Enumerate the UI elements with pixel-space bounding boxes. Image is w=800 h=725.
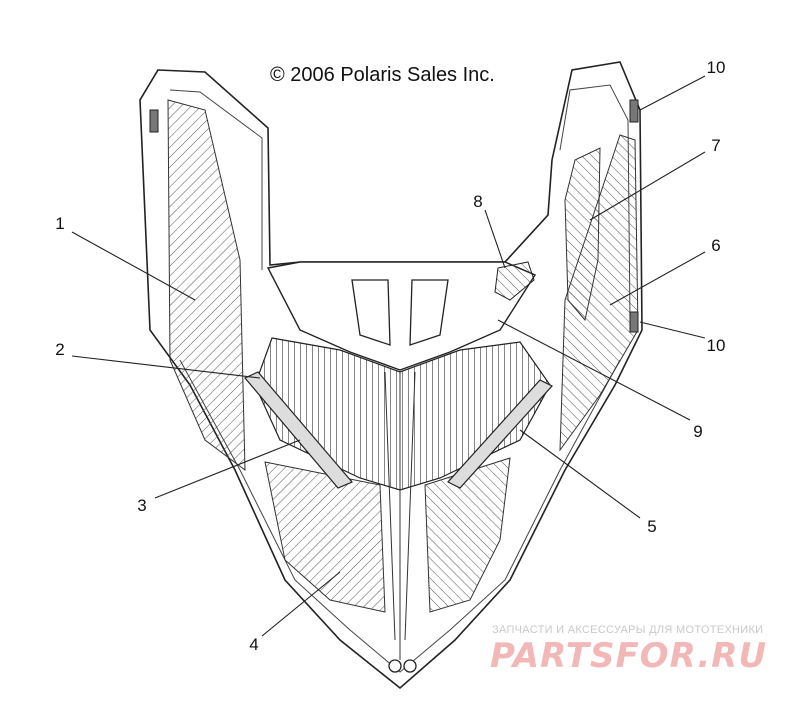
decal-left-1: [167, 99, 246, 472]
decal-8: [494, 261, 535, 301]
callout-1: 1: [55, 214, 65, 233]
vent-right: [409, 279, 449, 346]
callout-4: 4: [249, 635, 259, 654]
strip-left-3: [244, 371, 353, 489]
callout-3: 3: [137, 496, 147, 515]
decal-right-6: [559, 134, 639, 452]
callout-10-bottom: 10: [706, 336, 726, 355]
cockpit-frame: [266, 261, 537, 371]
callout-2: 2: [55, 340, 65, 359]
clip-left: [149, 109, 159, 133]
copyright-notice: © 2006 Polaris Sales Inc.: [270, 64, 495, 86]
vent-left: [351, 279, 391, 346]
callout-6: 6: [711, 236, 721, 255]
callout-5: 5: [647, 517, 657, 536]
nose-bump-left: [388, 659, 402, 673]
watermark-logo: PARTSFOR.RU: [490, 636, 768, 676]
nose-lines: [384, 371, 416, 660]
callout-10-top: 10: [706, 58, 726, 77]
callout-8: 8: [473, 192, 483, 211]
watermark-caption: ЗАПЧАСТИ И АКСЕССУАРЫ ДЛЯ МОТОТЕХНИКИ: [492, 624, 764, 636]
callout-7: 7: [711, 136, 721, 155]
leader-lines: [71, 75, 706, 637]
strip-right-5: [447, 379, 553, 489]
panel-right-7: [564, 147, 601, 322]
decal-lower-4b: [424, 457, 511, 613]
clip-mid-right: [629, 311, 639, 333]
callout-9: 9: [693, 422, 703, 441]
clip-top-right: [629, 99, 639, 123]
nose-bump-right: [403, 659, 417, 673]
decal-lower-4: [264, 461, 386, 613]
